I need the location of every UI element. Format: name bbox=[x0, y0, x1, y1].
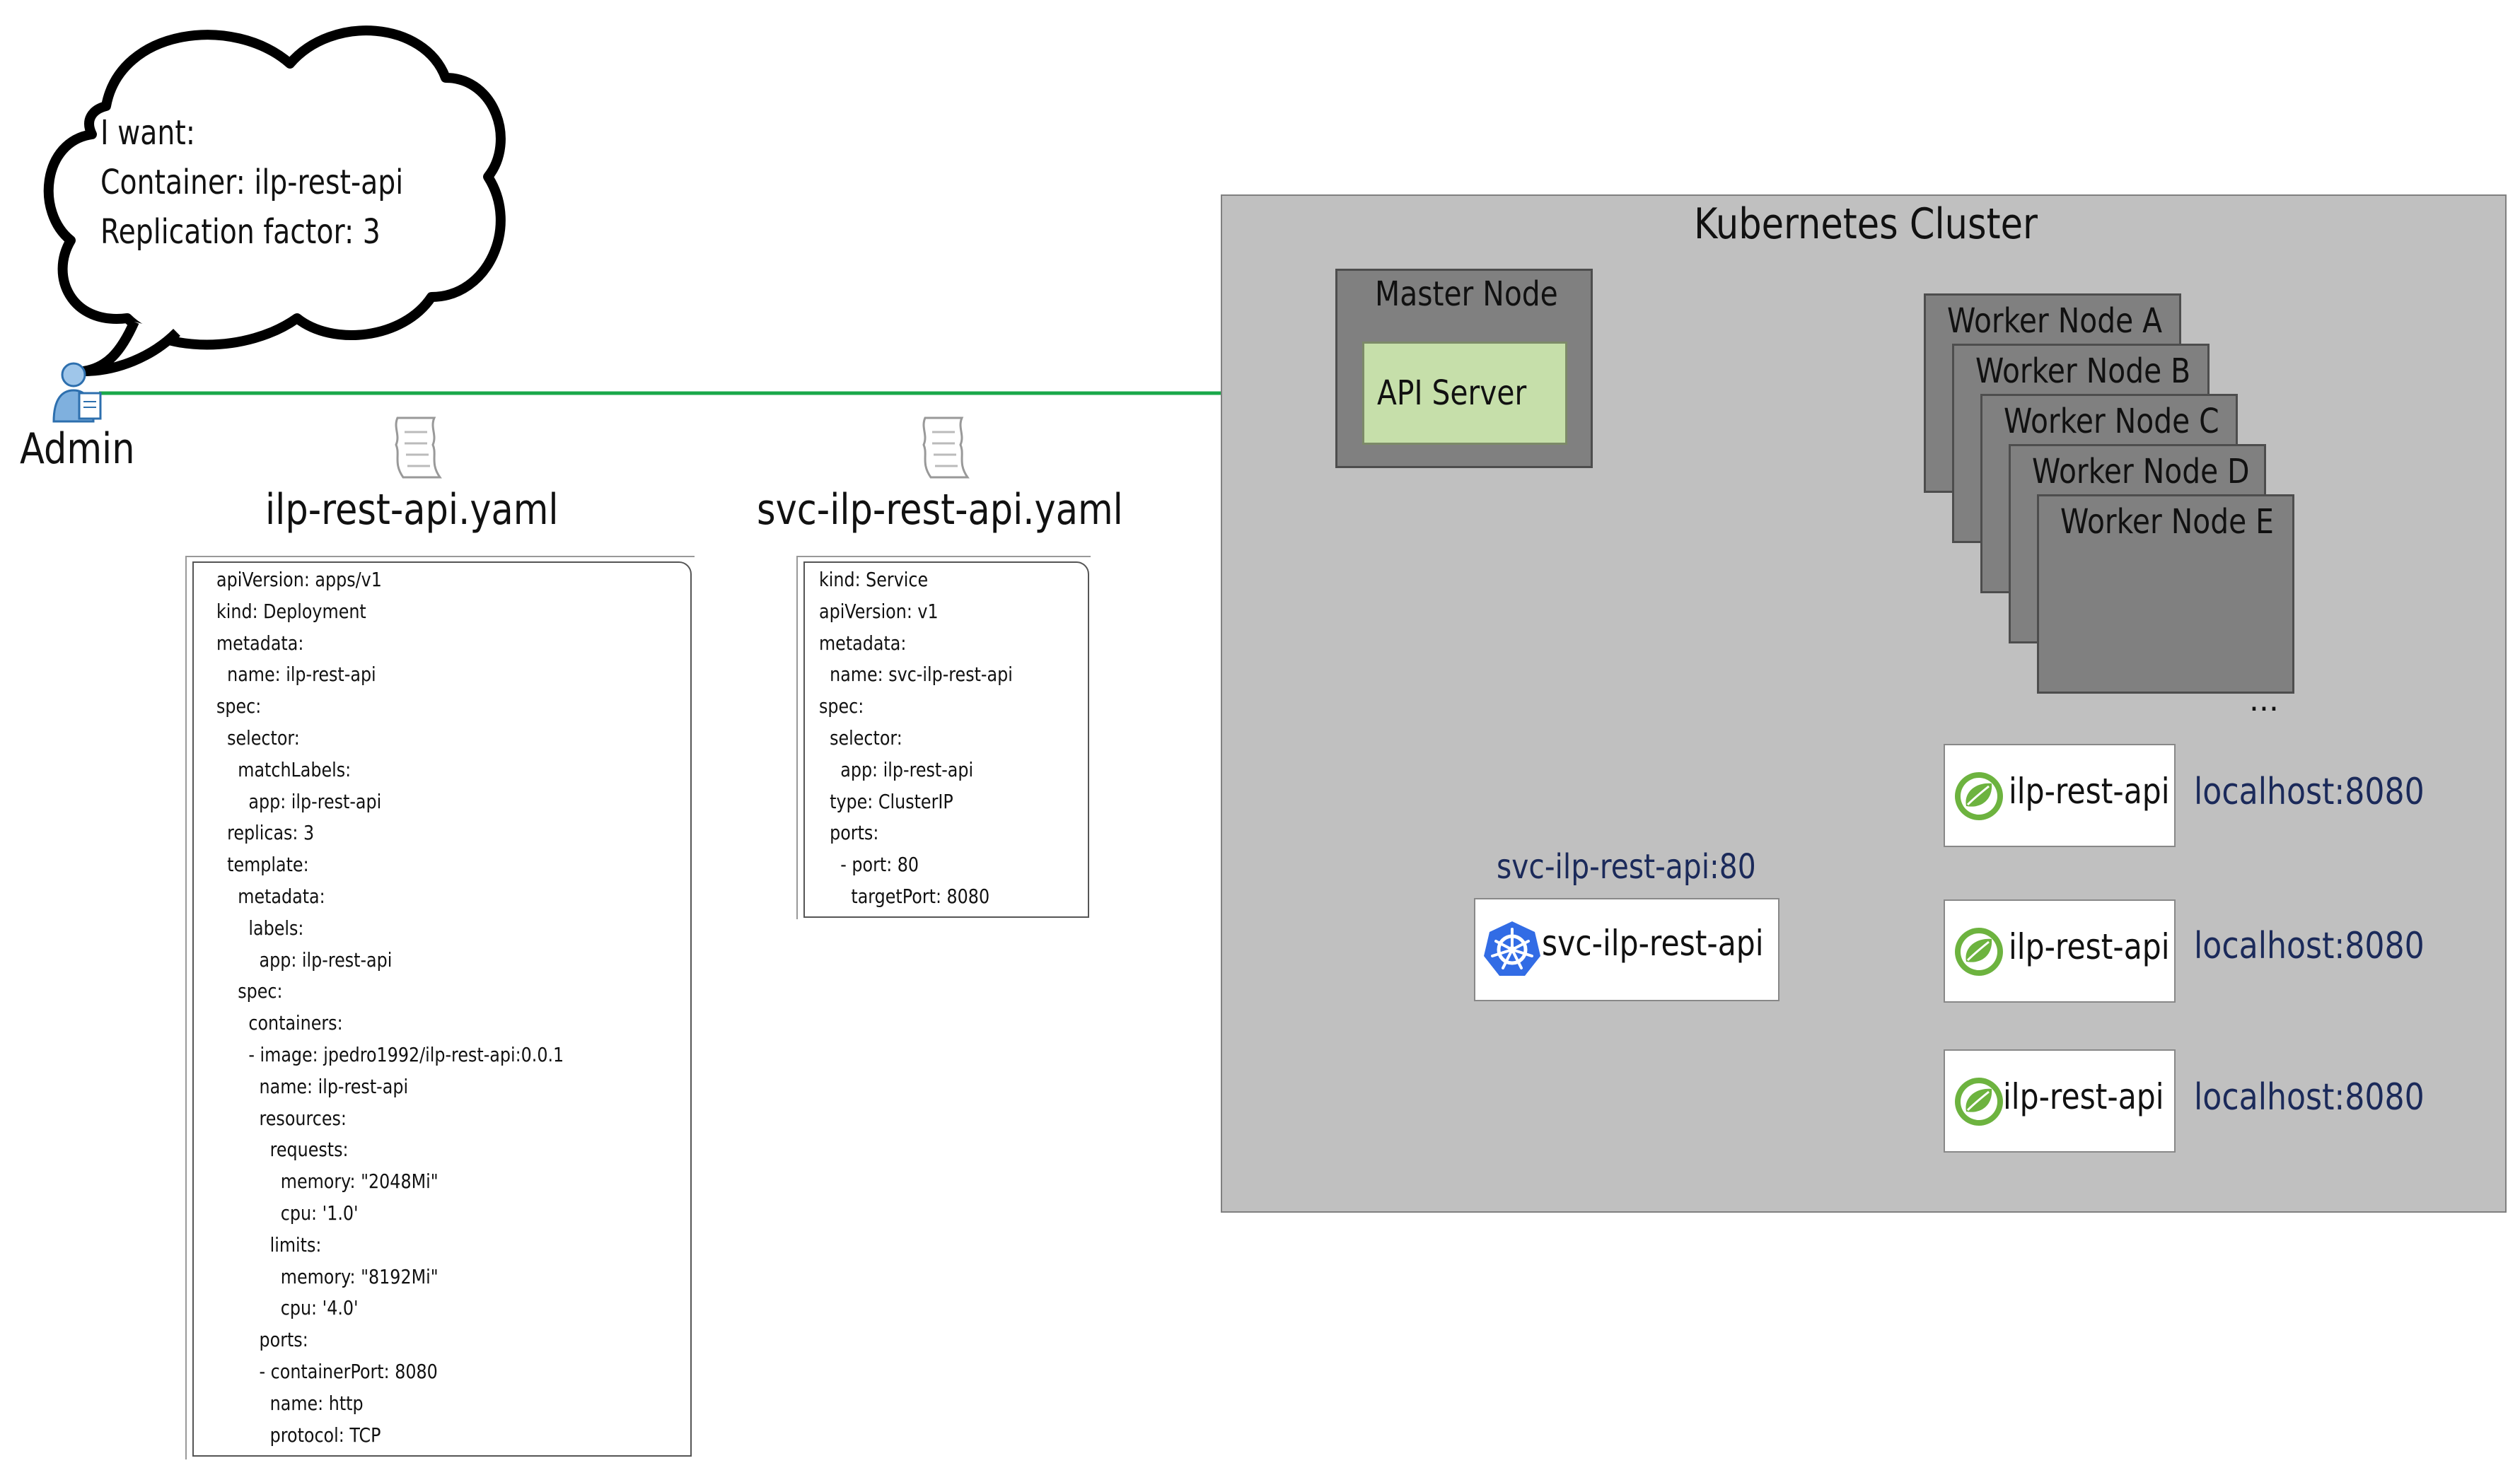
yaml-card-service: kind: Service apiVersion: v1 metadata: nam… bbox=[803, 561, 1089, 918]
pod-box: ilp-rest-api bbox=[1944, 1049, 2176, 1153]
yaml-line: ports: bbox=[819, 821, 879, 845]
yaml-line: apiVersion: v1 bbox=[819, 599, 939, 623]
yaml-line: template: bbox=[216, 853, 309, 877]
pod-box: ilp-rest-api bbox=[1944, 744, 2176, 847]
yaml-line: replicas: 3 bbox=[216, 821, 315, 845]
yaml-line: ports: bbox=[216, 1328, 308, 1352]
yaml-line: selector: bbox=[216, 726, 300, 750]
yaml-line: app: ilp-rest-api bbox=[216, 948, 393, 972]
worker-node: Worker Node E bbox=[2037, 494, 2294, 694]
yaml-line: requests: bbox=[216, 1138, 349, 1162]
pod-address: localhost:8080 bbox=[2194, 771, 2425, 813]
workers-more: ... bbox=[2249, 682, 2279, 718]
yaml-line: - containerPort: 8080 bbox=[216, 1360, 438, 1383]
spring-leaf-icon bbox=[1955, 1078, 2003, 1126]
yaml-page-shadow bbox=[185, 556, 695, 1459]
master-node-title: Master Node bbox=[1375, 274, 1558, 314]
yaml-line: containers: bbox=[216, 1011, 343, 1035]
yaml-line: resources: bbox=[216, 1106, 347, 1130]
spring-leaf-icon bbox=[1955, 772, 2003, 820]
yaml-line: limits: bbox=[216, 1232, 322, 1257]
pod-box: ilp-rest-api bbox=[1944, 899, 2176, 1003]
pod-address: localhost:8080 bbox=[2194, 1076, 2425, 1119]
yaml-line: spec: bbox=[819, 694, 864, 718]
yaml-line: spec: bbox=[216, 979, 283, 1003]
speech-bubble bbox=[43, 25, 506, 376]
document-icon bbox=[395, 416, 442, 479]
yaml-line: name: ilp-rest-api bbox=[216, 663, 376, 687]
yaml-line: name: http bbox=[216, 1391, 364, 1415]
yaml-line: memory: "2048Mi" bbox=[216, 1170, 439, 1194]
file-title-deployment: ilp-rest-api.yaml bbox=[265, 485, 559, 535]
yaml-line: name: ilp-rest-api bbox=[216, 1074, 409, 1098]
yaml-line: kind: Service bbox=[819, 568, 929, 591]
service-address: svc-ilp-rest-api:80 bbox=[1497, 847, 1756, 887]
yaml-line: - port: 80 bbox=[819, 853, 919, 877]
admin-user-icon bbox=[52, 362, 102, 423]
yaml-line: type: ClusterIP bbox=[819, 789, 953, 813]
pod-address: localhost:8080 bbox=[2194, 925, 2425, 967]
document-icon bbox=[922, 416, 970, 479]
speech-line: I want: bbox=[100, 113, 196, 153]
spring-leaf-icon bbox=[1955, 928, 2003, 976]
file-title-service: svc-ilp-rest-api.yaml bbox=[757, 485, 1123, 535]
yaml-line: kind: Deployment bbox=[216, 599, 366, 623]
speech-line: Replication factor: 3 bbox=[100, 212, 381, 252]
admin-label: Admin bbox=[20, 424, 135, 474]
yaml-line: apiVersion: apps/v1 bbox=[216, 568, 382, 591]
yaml-line: memory: "8192Mi" bbox=[216, 1264, 439, 1288]
yaml-line: metadata: bbox=[819, 631, 907, 655]
yaml-line: cpu: '1.0' bbox=[216, 1201, 359, 1225]
yaml-line: metadata: bbox=[216, 885, 325, 908]
yaml-line: targetPort: 8080 bbox=[819, 885, 990, 908]
yaml-line: cpu: '4.0' bbox=[216, 1296, 359, 1320]
yaml-line: app: ilp-rest-api bbox=[819, 757, 974, 781]
cluster-title: Kubernetes Cluster bbox=[1694, 199, 2038, 249]
yaml-line: name: svc-ilp-rest-api bbox=[819, 663, 1013, 687]
yaml-line: selector: bbox=[819, 726, 902, 750]
yaml-page-shadow bbox=[796, 556, 1091, 919]
kubernetes-icon bbox=[1484, 921, 1540, 976]
yaml-card-deployment: apiVersion: apps/v1 kind: Deployment metad… bbox=[192, 561, 692, 1457]
yaml-line: matchLabels: bbox=[216, 757, 352, 781]
yaml-line: spec: bbox=[216, 694, 262, 718]
yaml-line: protocol: TCP bbox=[216, 1423, 381, 1447]
speech-line: Container: ilp-rest-api bbox=[100, 163, 404, 202]
service-label: svc-ilp-rest-api bbox=[1542, 923, 1764, 964]
yaml-line: labels: bbox=[216, 916, 304, 940]
yaml-line: app: ilp-rest-api bbox=[216, 789, 382, 813]
yaml-line: - image: jpedro1992/ilp-rest-api:0.0.1 bbox=[216, 1043, 564, 1066]
yaml-line: metadata: bbox=[216, 631, 304, 655]
api-server: API Server bbox=[1362, 342, 1567, 445]
